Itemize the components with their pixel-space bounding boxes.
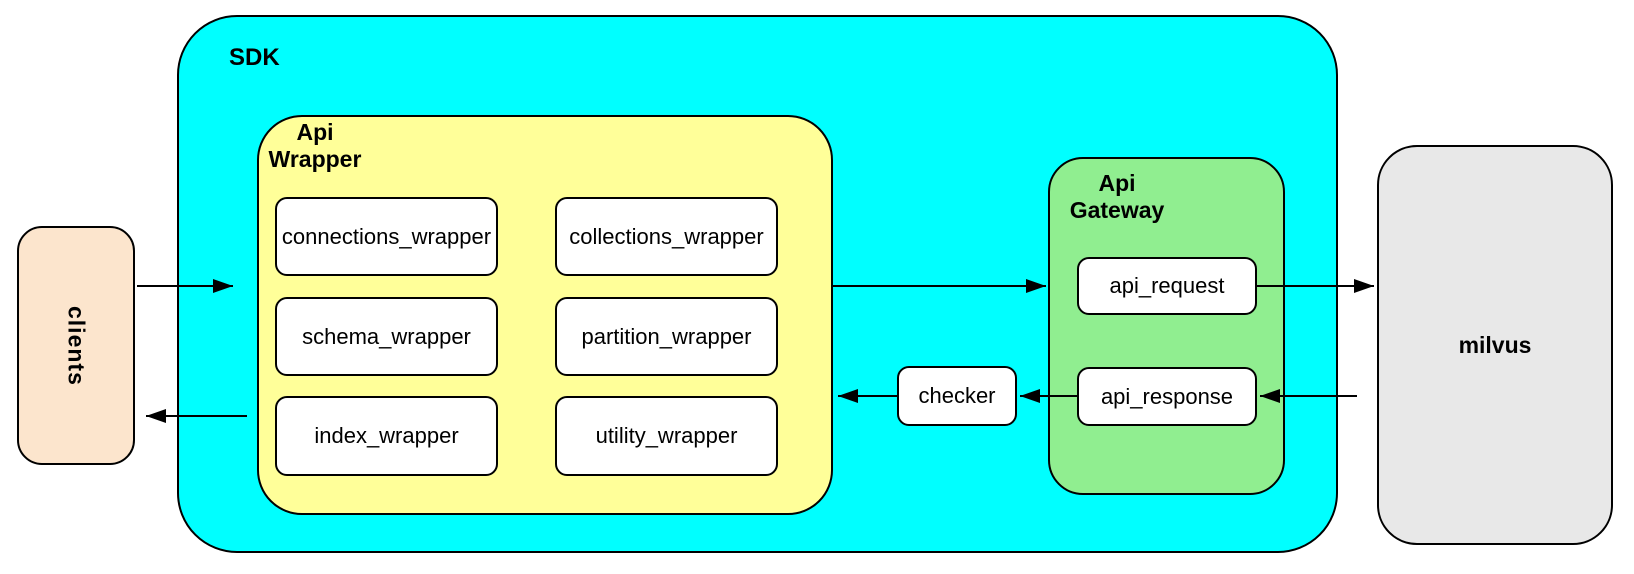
schema-wrapper-node: schema_wrapper [275, 297, 498, 376]
api-response-node: api_response [1077, 367, 1257, 426]
api-wrapper-label: Api Wrapper [255, 119, 375, 173]
collections-wrapper-node: collections_wrapper [555, 197, 778, 276]
api-request-node: api_request [1077, 257, 1257, 315]
connections-wrapper-node: connections_wrapper [275, 197, 498, 276]
utility-wrapper-node: utility_wrapper [555, 396, 778, 476]
api-gateway-label-line1: Api [1098, 170, 1136, 196]
milvus-label: milvus [1458, 331, 1532, 358]
milvus-box: milvus [1377, 145, 1613, 545]
api-gateway-label: Api Gateway [1057, 170, 1177, 224]
index-wrapper-node: index_wrapper [275, 396, 498, 476]
sdk-label: SDK [229, 44, 280, 71]
api-wrapper-label-line1: Api [296, 119, 334, 145]
clients-label: clients [63, 305, 90, 386]
api-wrapper-label-line2: Wrapper [268, 146, 362, 172]
checker-node: checker [897, 366, 1017, 426]
clients-box: clients [17, 226, 135, 465]
api-gateway-label-line2: Gateway [1069, 197, 1165, 223]
partition-wrapper-node: partition_wrapper [555, 297, 778, 376]
api-gateway-container [1048, 157, 1285, 495]
